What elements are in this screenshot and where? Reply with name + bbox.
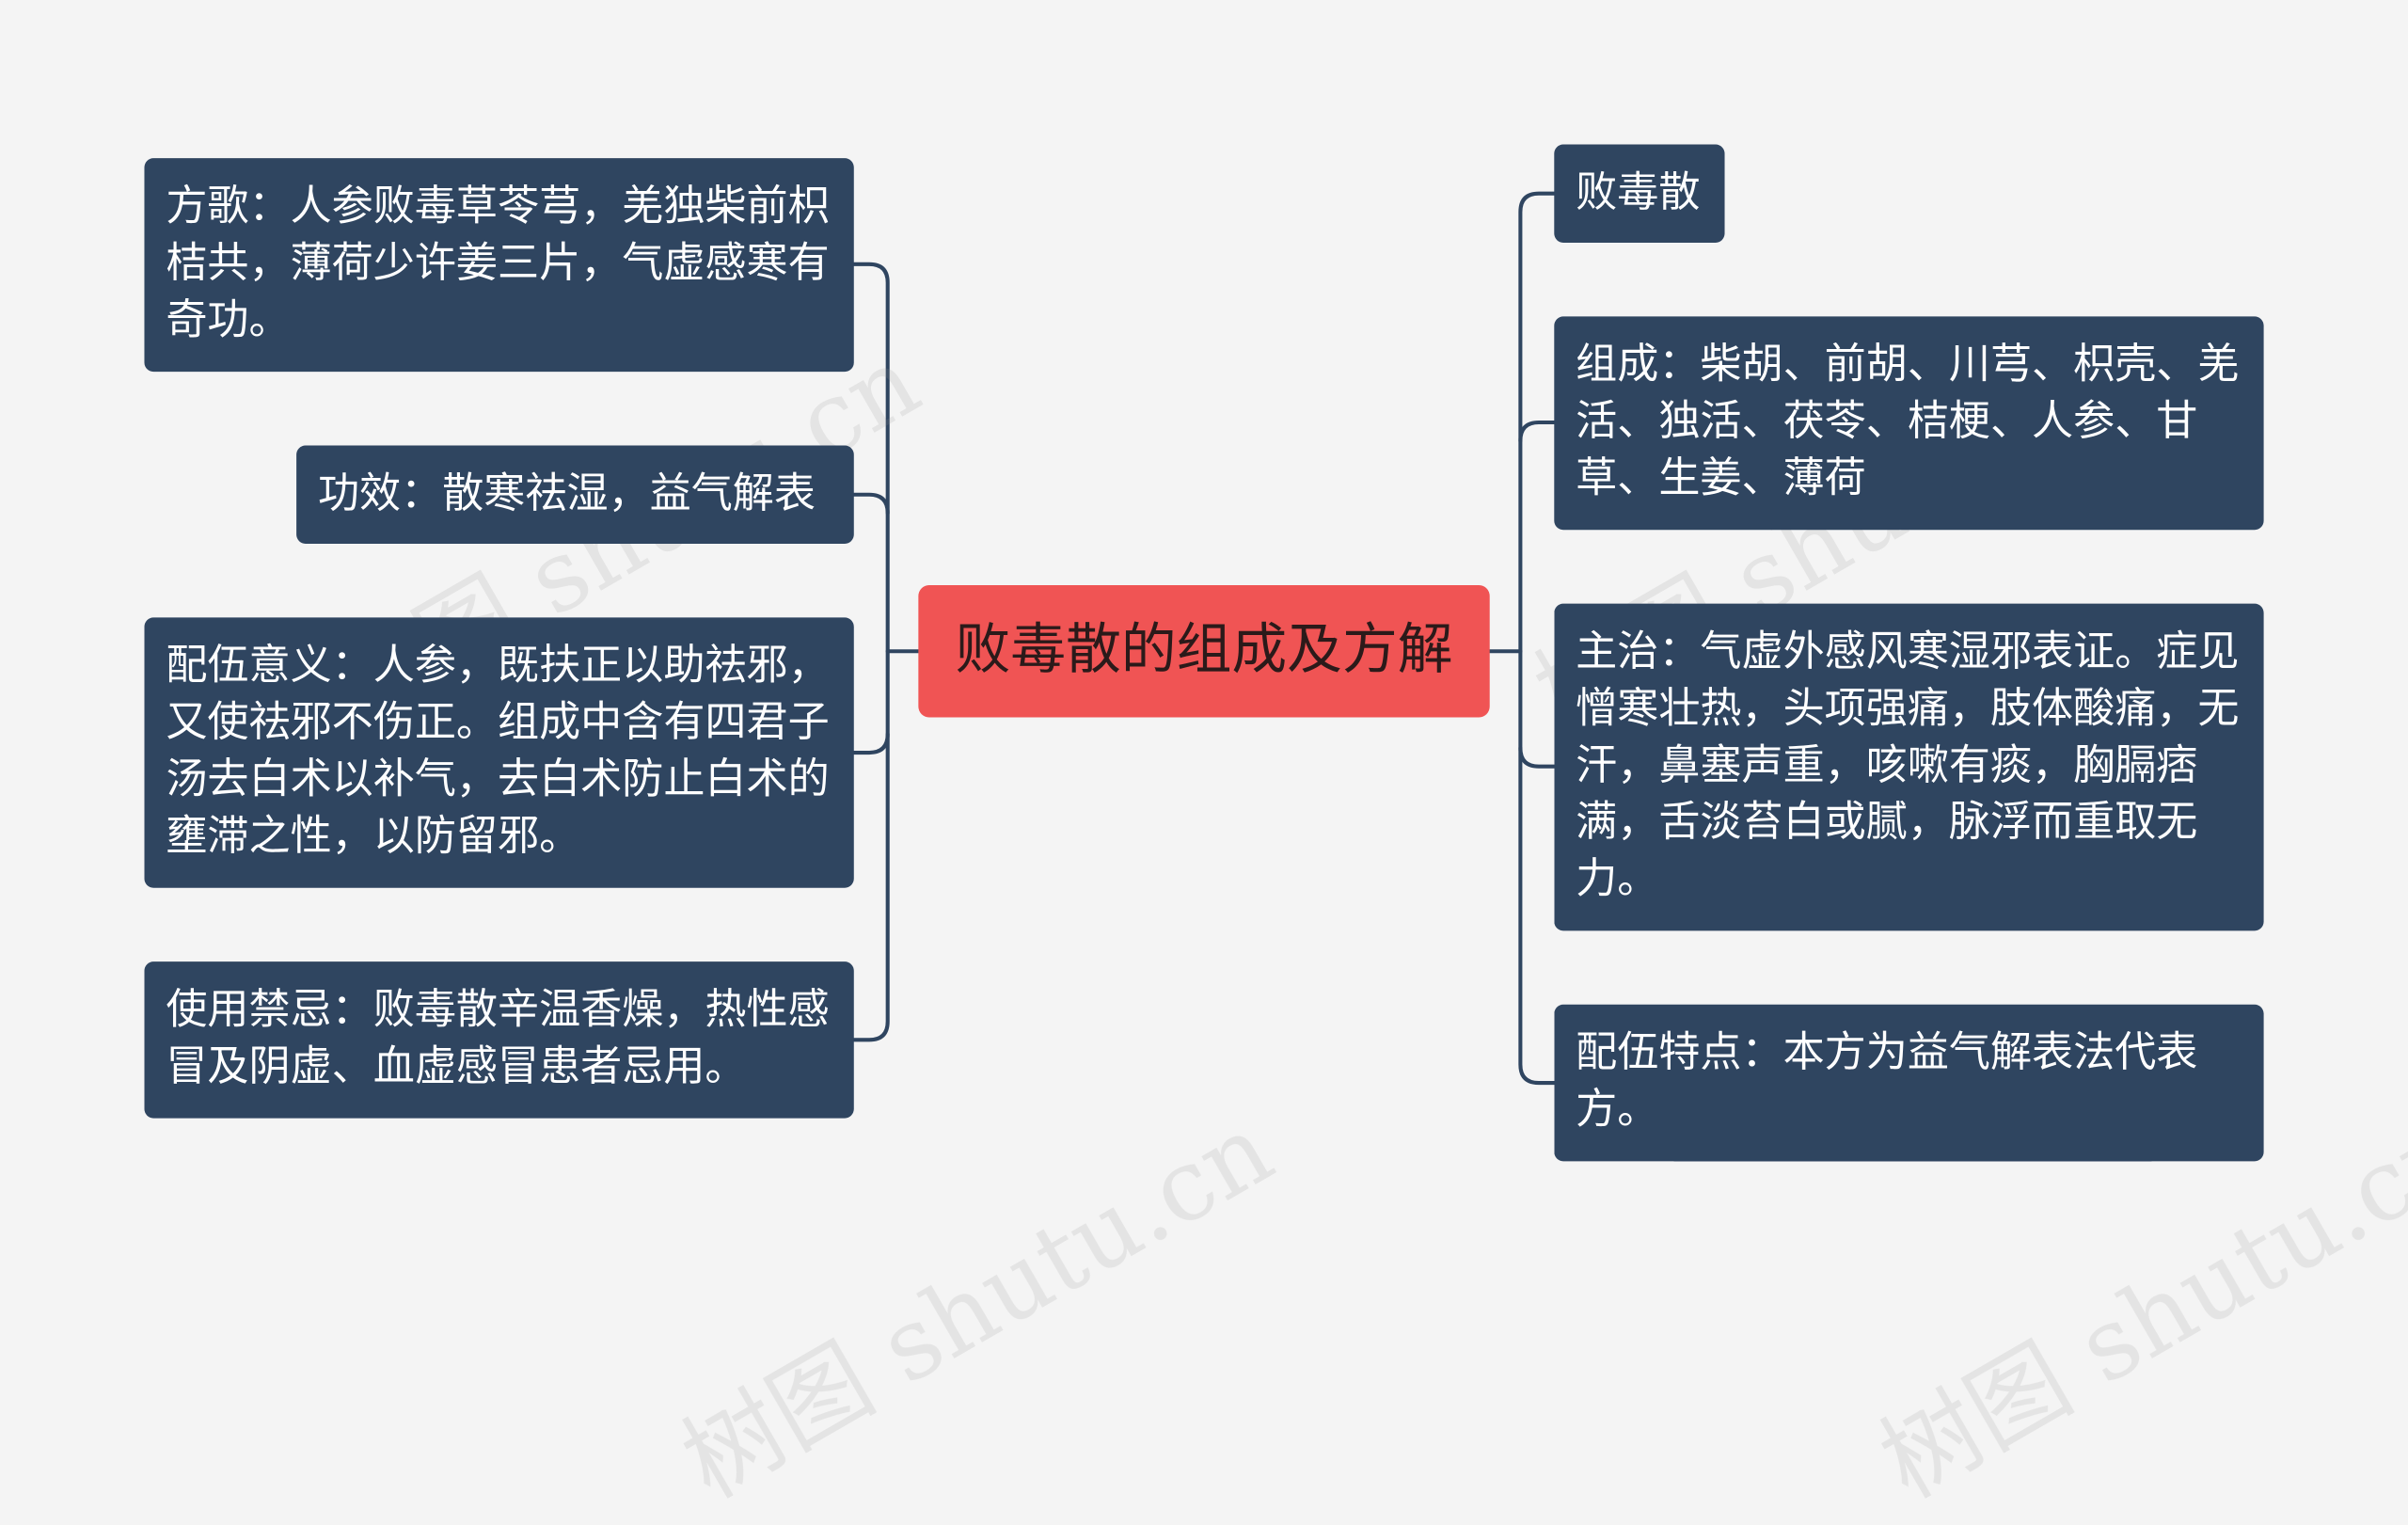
connector-left-fangge <box>851 262 890 1042</box>
left-topic-gongxiao-label: 功效：散寒祛湿，益气解表 <box>317 469 816 518</box>
right-topic-peiwu-tedian[interactable]: 配伍特点：本方为益气解表法代表方。 <box>1554 1004 2264 1162</box>
connector-right-name <box>1518 191 1557 1086</box>
left-topic-fangge-label: 方歌：人参败毒草苓芎，羌独柴前枳桔共，薄荷少许姜三片，气虚感寒有奇功。 <box>166 183 830 344</box>
connector-left-peiwu <box>851 732 890 755</box>
connector-right-zhuzhi <box>1518 746 1557 769</box>
right-topic-zhuzhi[interactable]: 主治：气虚外感风寒湿邪表证。症见憎寒壮热，头项强痛，肢体酸痛，无汗，鼻塞声重，咳… <box>1554 603 2264 931</box>
right-topic-name[interactable]: 败毒散 <box>1554 144 1725 243</box>
connector-right-zucheng <box>1518 420 1557 443</box>
left-topic-peiwu-yiyi-label: 配伍意义：人参，既扶正以助祛邪，又使祛邪不伤正。组成中含有四君子汤去白术以补气，… <box>166 642 830 861</box>
left-topic-peiwu-yiyi[interactable]: 配伍意义：人参，既扶正以助祛邪，又使祛邪不伤正。组成中含有四君子汤去白术以补气，… <box>144 617 854 888</box>
root-topic[interactable]: 败毒散的组成及方解 <box>918 585 1490 718</box>
left-topic-fangge[interactable]: 方歌：人参败毒草苓芎，羌独柴前枳桔共，薄荷少许姜三片，气虚感寒有奇功。 <box>144 158 854 373</box>
connector-left-gongxiao <box>851 492 890 516</box>
connector-lines <box>851 191 1557 1086</box>
left-topic-jinji-label: 使用禁忌：败毒散辛温香燥，热性感冒及阴虚、血虚感冒患者忌用。 <box>166 986 830 1091</box>
right-topic-zucheng[interactable]: 组成：柴胡、前胡、川芎、枳壳、羌活、独活、茯苓、桔梗、人参、甘草、生姜、薄荷 <box>1554 316 2264 531</box>
right-topic-zucheng-label: 组成：柴胡、前胡、川芎、枳壳、羌活、独活、茯苓、桔梗、人参、甘草、生姜、薄荷 <box>1576 341 2240 502</box>
root-topic-label: 败毒散的组成及方解 <box>955 618 1453 682</box>
left-topic-jinji[interactable]: 使用禁忌：败毒散辛温香燥，热性感冒及阴虚、血虚感冒患者忌用。 <box>144 961 854 1119</box>
right-topic-peiwu-tedian-label: 配伍特点：本方为益气解表法代表方。 <box>1576 1028 2198 1134</box>
mind-map-canvas: 树图 shutu.cn 树图 shutu.cn 树图 shutu.cn 树图 s… <box>144 144 2408 1521</box>
right-topic-name-label: 败毒散 <box>1576 168 1701 217</box>
left-topic-gongxiao[interactable]: 功效：散寒祛湿，益气解表 <box>296 445 854 544</box>
right-topic-zhuzhi-label: 主治：气虚外感风寒湿邪表证。症见憎寒壮热，头项强痛，肢体酸痛，无汗，鼻塞声重，咳… <box>1576 627 2240 904</box>
